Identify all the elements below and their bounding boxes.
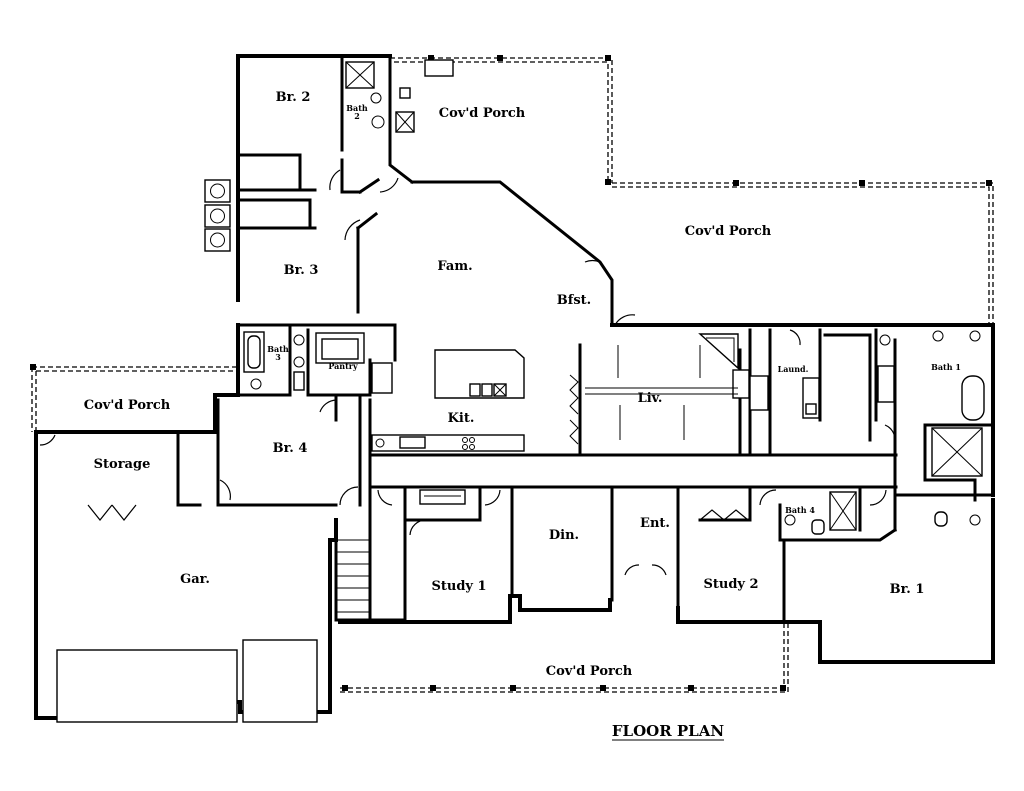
room-label-porch-right: Cov'd Porch xyxy=(685,224,772,239)
room-label-fam: Fam. xyxy=(437,259,472,274)
room-label-study1: Study 1 xyxy=(431,579,486,594)
room-label-bath2-line2: 2 xyxy=(354,111,360,121)
room-label-gar: Gar. xyxy=(180,572,210,587)
interior-walls xyxy=(176,54,995,624)
room-label-br1: Br. 1 xyxy=(890,582,925,597)
room-label-porch-top: Cov'd Porch xyxy=(439,106,526,121)
room-label-br4: Br. 4 xyxy=(273,441,308,456)
room-label-br3: Br. 3 xyxy=(284,263,319,278)
room-label-pantry: Pantry xyxy=(328,361,358,371)
room-label-kit: Kit. xyxy=(448,411,475,426)
room-label-bath1: Bath 1 xyxy=(931,362,961,372)
room-label-bfst: Bfst. xyxy=(557,293,591,308)
room-label-liv: Liv. xyxy=(638,391,663,406)
room-label-din: Din. xyxy=(549,528,579,543)
plan-title: FLOOR PLAN xyxy=(612,722,724,740)
door-swings xyxy=(39,169,896,576)
porch-posts xyxy=(30,55,992,691)
room-label-laund: Laund. xyxy=(778,364,809,374)
room-label-porch-left: Cov'd Porch xyxy=(84,398,171,413)
room-label-ent: Ent. xyxy=(640,516,670,531)
room-label-bath3-line1: Bath xyxy=(267,344,289,354)
room-label-porch-bottom: Cov'd Porch xyxy=(546,664,633,679)
room-label-study2: Study 2 xyxy=(703,577,758,592)
room-label-bath4: Bath 4 xyxy=(785,505,815,515)
room-label-bath3-line2: 3 xyxy=(275,352,281,362)
room-label-bath2-line1: Bath xyxy=(346,103,368,113)
room-label-br2: Br. 2 xyxy=(276,90,311,105)
room-label-storage: Storage xyxy=(94,457,151,472)
porch-outlines xyxy=(31,57,994,693)
room-labels: Br. 2 Bath 2 Cov'd Porch Cov'd Porch Br.… xyxy=(84,90,961,679)
fixtures xyxy=(56,59,985,723)
